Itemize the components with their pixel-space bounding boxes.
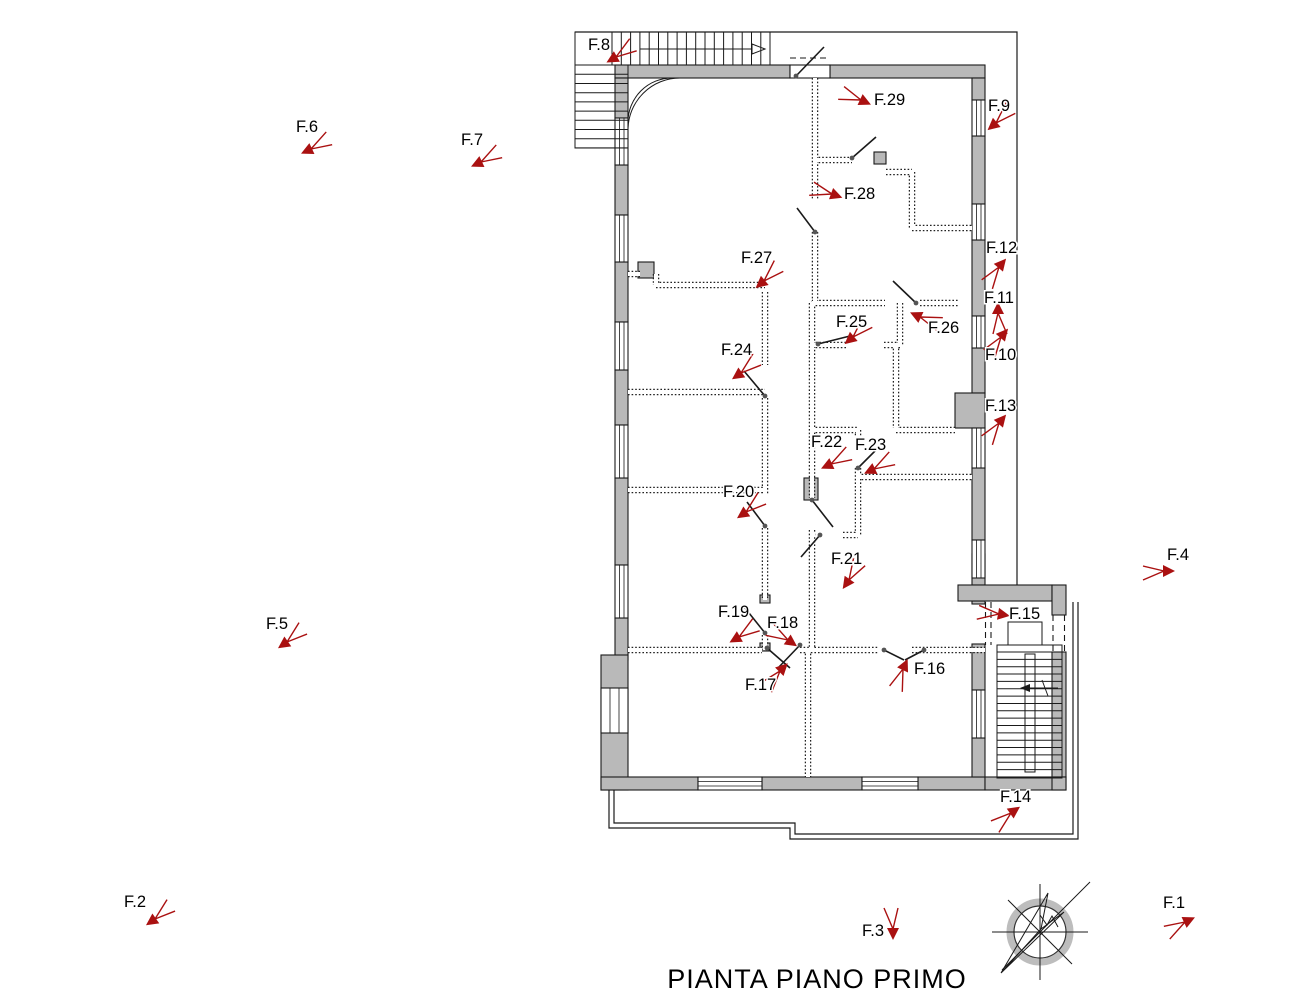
drawing-title: PIANTA PIANO PRIMO [667,964,967,994]
photo-marker-label: F.21 [831,550,862,568]
photo-marker-label: F.10 [985,346,1016,364]
photo-marker-label: F.8 [588,36,610,54]
photo-marker: F.27 [740,248,784,289]
windows [600,57,986,791]
photo-marker-label: F.24 [721,341,752,359]
photo-marker: F.9 [987,96,1016,131]
photo-marker-label: F.1 [1163,894,1185,912]
photo-marker-label: F.6 [296,118,318,136]
photo-marker-label: F.4 [1167,546,1189,564]
photo-marker: F.29 [838,86,907,111]
photo-marker-label: F.19 [718,603,749,621]
photo-marker-label: F.29 [874,91,905,109]
photo-marker-label: F.7 [461,131,483,149]
photo-marker: F.7 [460,130,503,168]
photo-marker-label: F.15 [1009,605,1040,623]
photo-marker-label: F.11 [984,289,1014,307]
photo-marker: F.21 [830,549,866,590]
photo-marker-label: F.20 [723,483,754,501]
photo-marker: F.17 [744,663,788,696]
photo-marker: F.13 [981,396,1018,446]
photo-marker-label: F.27 [741,249,772,267]
photo-marker-label: F.5 [266,615,288,633]
photo-marker: F.2 [123,892,176,926]
photo-marker: F.15 [976,604,1042,625]
photo-marker-label: F.18 [767,614,798,632]
photo-marker-label: F.22 [811,433,842,451]
photo-marker: F.12 [981,238,1019,290]
photo-marker: F.4 [1142,545,1191,581]
photo-marker: F.19 [717,602,760,643]
photo-marker: F.3 [861,907,899,942]
photo-marker-label: F.16 [914,660,945,678]
photo-marker: F.10 [983,328,1018,366]
photo-marker-label: F.9 [988,97,1010,115]
photo-marker-label: F.12 [986,239,1017,257]
photo-marker: F.8 [587,35,637,63]
photo-marker: F.5 [265,614,308,649]
photo-marker: F.1 [1162,893,1195,940]
photo-marker-label: F.13 [985,397,1016,415]
photo-marker-label: F.17 [745,676,776,694]
photo-marker: F.11 [983,288,1015,335]
photo-marker: F.23 [854,435,896,475]
photo-marker: F.22 [810,432,853,470]
photo-marker-label: F.23 [855,436,886,454]
corner-arc [627,77,681,131]
photo-marker: F.26 [910,311,961,339]
photo-marker-label: F.25 [836,313,867,331]
photo-marker: F.20 [722,482,767,519]
photo-marker: F.24 [720,340,762,380]
photo-marker-label: F.3 [862,922,884,940]
photo-marker: F.28 [809,181,877,205]
photo-marker: F.6 [295,117,333,155]
photo-marker: F.16 [889,659,947,692]
photo-marker: F.14 [990,787,1033,833]
photo-marker-label: F.26 [928,319,959,337]
photo-marker-label: F.2 [124,893,146,911]
stairwell [957,584,1067,791]
stairs-top [574,31,771,149]
photo-marker: F.25 [835,312,873,345]
markers-layer: F.1F.2F.3F.4F.5F.6F.7F.8F.9F.10F.11F.12F… [123,35,1195,942]
photo-marker: F.18 [765,613,800,647]
photo-marker-label: F.14 [1000,788,1031,806]
compass-rose [992,881,1091,980]
photo-marker-label: F.28 [844,185,875,203]
balcony-outline [608,602,1079,840]
